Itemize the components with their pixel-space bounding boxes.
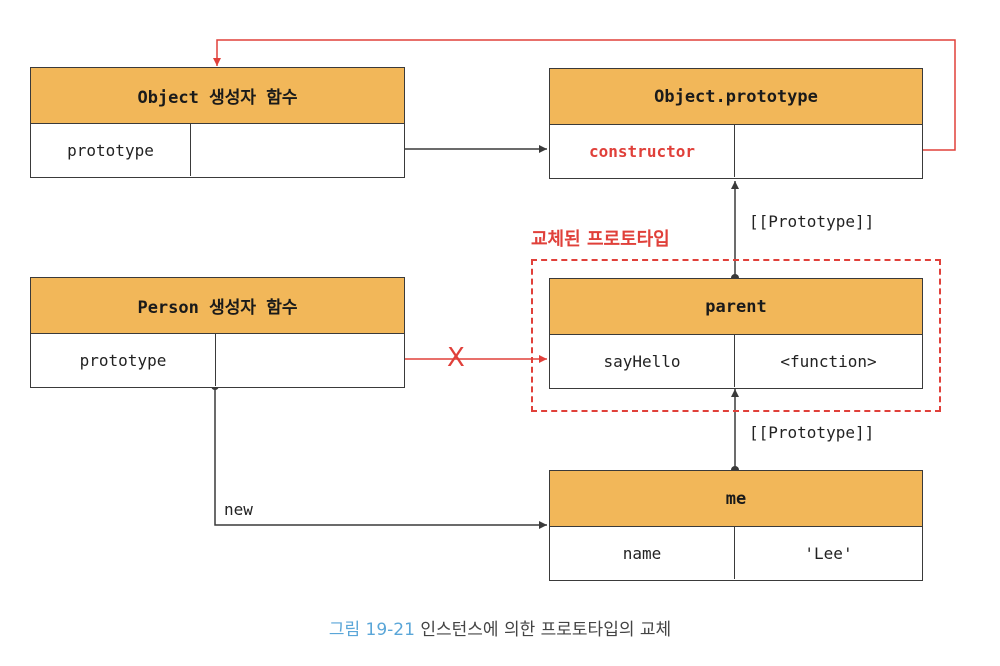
prototype-link-label: [[Prototype]]	[749, 423, 875, 442]
figure-caption: 그림 19-21 인스턴스에 의한 프로토타입의 교체	[0, 615, 1000, 640]
new-label: new	[224, 500, 253, 519]
broken-link-mark: X	[447, 343, 465, 373]
object-constructor-box: Object 생성자 함수 prototype	[30, 67, 405, 178]
box-title: me	[550, 471, 922, 527]
box-title: parent	[550, 279, 922, 335]
parent-object-box: parent sayHello <function>	[549, 278, 923, 389]
me-instance-box: me name 'Lee'	[549, 470, 923, 581]
person-constructor-box: Person 생성자 함수 prototype	[30, 277, 405, 388]
object-prototype-box: Object.prototype constructor	[549, 68, 923, 179]
box-field-label: prototype	[31, 334, 216, 386]
box-title: Object 생성자 함수	[31, 68, 404, 124]
box-field-label: constructor	[550, 125, 735, 177]
box-field-label: name	[550, 527, 735, 579]
box-field-label: prototype	[31, 124, 191, 176]
box-field-value: <function>	[780, 351, 877, 371]
box-title: Person 생성자 함수	[31, 278, 404, 334]
box-field-value: 'Lee'	[804, 543, 853, 563]
box-field-value	[735, 125, 922, 177]
replaced-prototype-label: 교체된 프로토타입	[531, 229, 670, 250]
figure-number: 그림 19-21	[328, 620, 415, 640]
replaced-prototype-highlight	[531, 259, 941, 412]
box-title: Object.prototype	[550, 69, 922, 125]
box-field-value	[216, 334, 404, 386]
box-field-label: sayHello	[550, 335, 735, 387]
box-field-value	[191, 124, 404, 176]
new-arrow	[211, 382, 547, 529]
prototype-link-label: [[Prototype]]	[749, 212, 875, 231]
figure-caption-text: 인스턴스에 의한 프로토타입의 교체	[420, 620, 672, 640]
